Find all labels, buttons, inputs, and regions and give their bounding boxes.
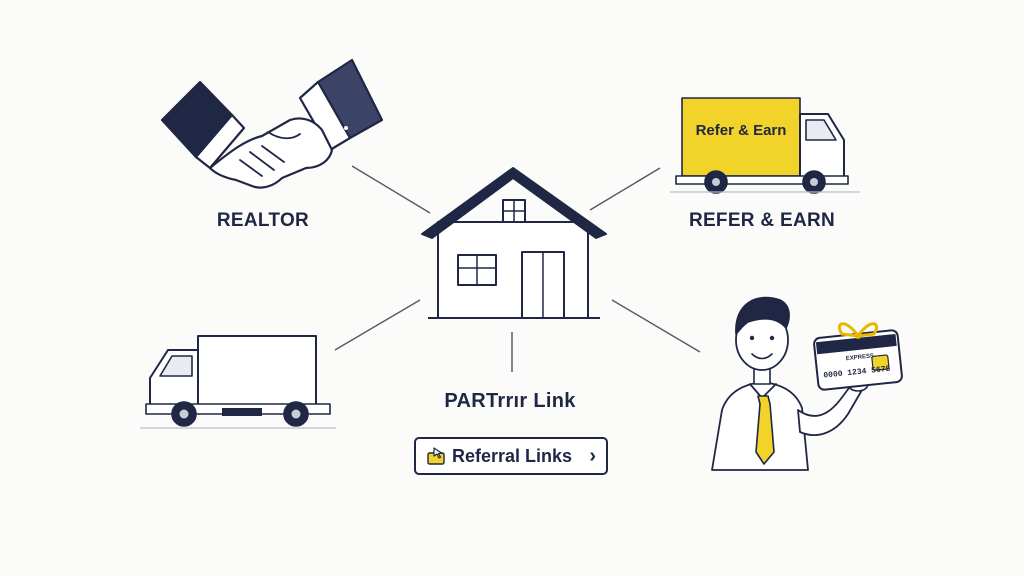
referral-links-button[interactable]: Referral Links › — [414, 437, 608, 475]
person-with-gift-card-icon — [711, 296, 869, 471]
card-top-text: EXPRESS — [846, 353, 875, 362]
delivery-truck-icon — [670, 97, 860, 194]
realtor-label: REALTOR — [216, 210, 310, 231]
connector-truck-house — [334, 299, 421, 351]
gift-card-icon — [813, 322, 903, 391]
partner-link-label: PARTrrır Link — [444, 390, 576, 412]
link-folder-icon — [426, 446, 446, 466]
connector-person-house — [611, 299, 701, 353]
handshake-icon — [160, 58, 384, 189]
truck-sign-text: Refer & Earn — [696, 122, 787, 139]
referral-links-button-label: Referral Links — [452, 445, 573, 466]
chevron-right-icon: › — [589, 444, 596, 467]
connector-refer-house — [589, 167, 661, 211]
moving-truck-icon — [140, 335, 336, 429]
connector-realtor-house — [351, 165, 431, 214]
refer-earn-label: REFER & EARN — [688, 210, 836, 231]
house-icon — [421, 167, 607, 319]
connector-lines — [334, 165, 701, 372]
